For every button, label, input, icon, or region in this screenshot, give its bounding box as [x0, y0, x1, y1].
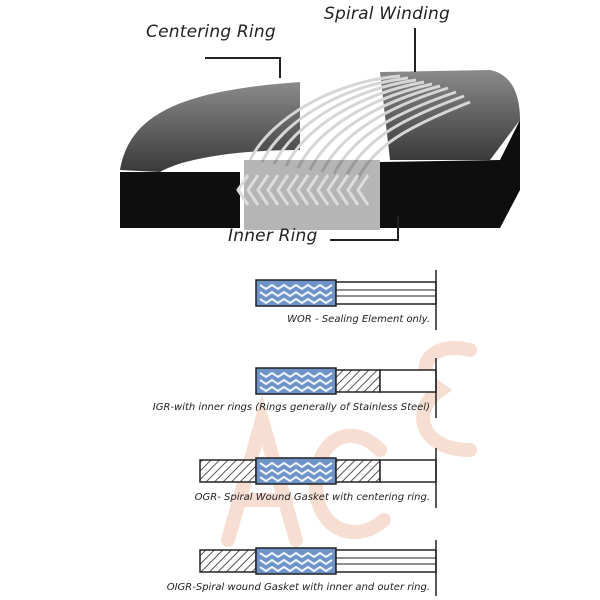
winding-chevrons [236, 174, 370, 206]
section-wor [255, 270, 437, 330]
section-oigr [199, 540, 437, 596]
caption-igr: IGR-with inner rings (Rings generally of… [152, 402, 430, 413]
inner-ring-leader [330, 216, 399, 241]
caption-wor: WOR - Sealing Element only. [287, 314, 430, 325]
inner-ring-label: Inner Ring [228, 226, 318, 246]
section-igr [255, 358, 437, 418]
spiral-winding [248, 74, 471, 179]
section-ogr [199, 448, 437, 508]
spiral-winding-label: Spiral Winding [324, 4, 451, 24]
ring-front-face [120, 172, 240, 228]
centering-ring-leader [205, 57, 281, 78]
caption-oigr: OIGR-Spiral wound Gasket with inner and … [166, 582, 430, 593]
caption-ogr: OGR- Spiral Wound Gasket with centering … [194, 492, 430, 503]
centering-ring-label: Centering Ring [146, 22, 276, 42]
